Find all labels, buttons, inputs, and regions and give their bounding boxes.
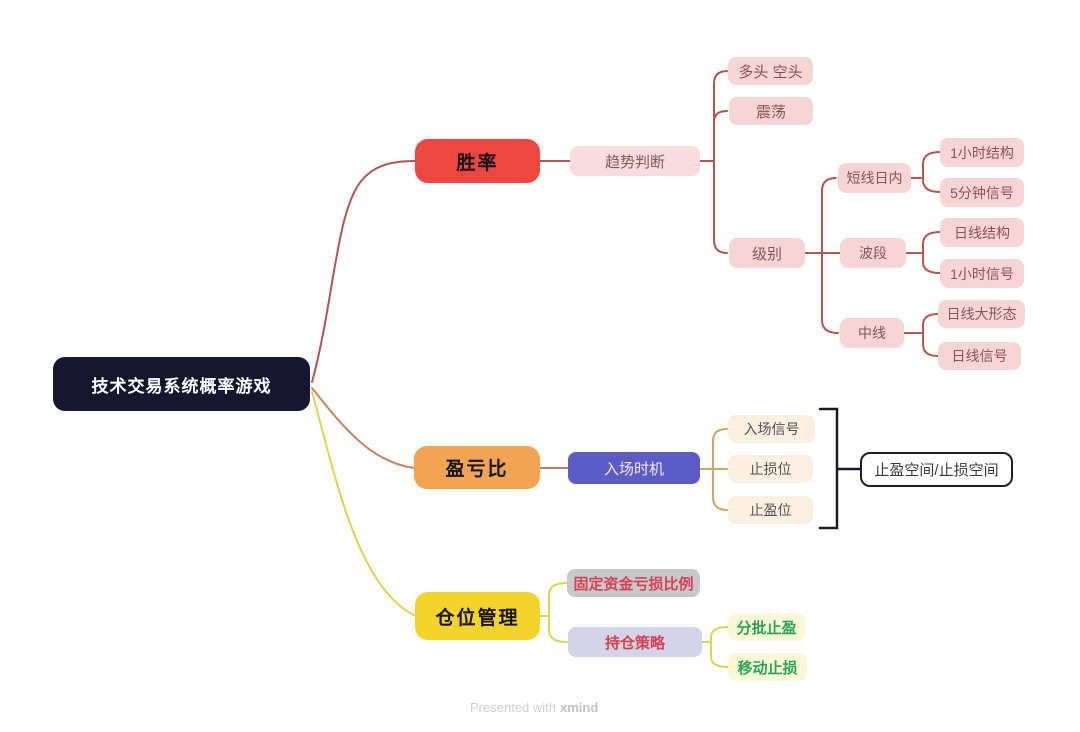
node-1h-structure[interactable]: 1小时结构	[940, 138, 1024, 167]
node-fixed-loss-ratio[interactable]: 固定资金亏损比例	[567, 569, 700, 597]
node-mid-term[interactable]: 中线	[840, 318, 904, 348]
node-swing[interactable]: 波段	[840, 238, 906, 268]
node-1h-signal[interactable]: 1小时信号	[940, 259, 1024, 288]
node-daily-signal[interactable]: 日线信号	[938, 342, 1021, 370]
node-take-profit[interactable]: 止盈位	[728, 496, 813, 524]
node-daily-pattern[interactable]: 日线大形态	[938, 300, 1025, 328]
node-daily-structure[interactable]: 日线结构	[940, 218, 1024, 247]
node-batch-take-profit[interactable]: 分批止盈	[728, 613, 805, 641]
node-position-mgmt[interactable]: 仓位管理	[415, 592, 540, 640]
node-oscillation[interactable]: 震荡	[729, 97, 813, 125]
node-trend-judgment[interactable]: 趋势判断	[570, 146, 700, 176]
node-holding-strategy[interactable]: 持仓策略	[568, 627, 702, 657]
watermark-brand: xmind	[560, 700, 599, 715]
node-rr-ratio[interactable]: 盈亏比	[414, 446, 540, 489]
node-win-rate[interactable]: 胜率	[415, 139, 540, 183]
node-root-topic[interactable]: 技术交易系统概率游戏	[53, 357, 310, 411]
node-level[interactable]: 级别	[729, 238, 805, 268]
node-intraday[interactable]: 短线日内	[838, 163, 911, 193]
node-space-note[interactable]: 止盈空间/止损空间	[860, 452, 1013, 487]
node-long-short[interactable]: 多头 空头	[728, 57, 813, 85]
node-stop-loss[interactable]: 止损位	[728, 455, 813, 483]
node-5min-signal[interactable]: 5分钟信号	[940, 178, 1024, 207]
node-entry-signal[interactable]: 入场信号	[728, 415, 815, 443]
watermark-text: Presented with	[470, 700, 556, 715]
watermark: Presented with xmind	[470, 700, 598, 715]
node-trailing-stop[interactable]: 移动止损	[728, 653, 807, 681]
node-entry-timing[interactable]: 入场时机	[568, 452, 700, 484]
